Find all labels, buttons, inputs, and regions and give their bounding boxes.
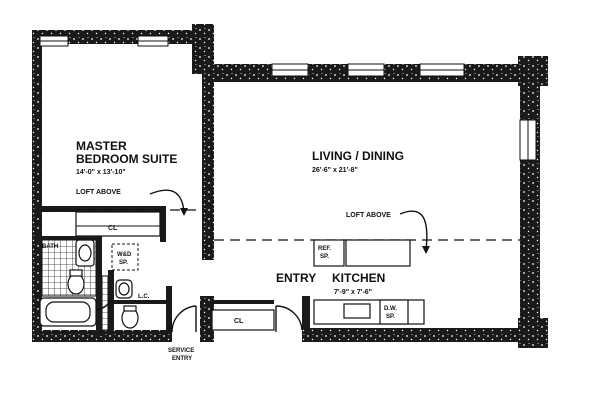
linen-closet-label: L.C. <box>138 294 150 300</box>
interior-walls <box>36 70 310 336</box>
closet-entry-label: CL <box>234 318 244 325</box>
dw-label-2: SP. <box>386 314 395 320</box>
doors <box>95 295 303 333</box>
dw-label-1: D.W. <box>384 306 397 312</box>
kitchen-fixtures <box>313 239 425 325</box>
service-entry-label-1: SERVICE <box>168 348 194 354</box>
washer-dryer-space <box>111 243 139 271</box>
kitchen-title: KITCHEN <box>332 271 385 285</box>
living-dining-size: 26'-6" x 21'-8" <box>312 167 358 174</box>
loft-above-bedroom-label: LOFT ABOVE <box>76 189 121 196</box>
master-bedroom-size: 14'-0" x 13'-10" <box>76 169 126 176</box>
wd-label-2: SP. <box>119 260 128 266</box>
bath-fixtures <box>39 239 139 331</box>
bath-label: BATH <box>42 244 58 250</box>
service-entry-label-2: ENTRY <box>172 356 192 362</box>
master-bedroom-title-1: MASTER <box>76 139 127 153</box>
ref-label-2: SP. <box>320 254 329 260</box>
windows <box>39 35 537 161</box>
loft-above-living-label: LOFT ABOVE <box>346 212 391 219</box>
entry-label: ENTRY <box>276 271 316 285</box>
kitchen-size: 7'-9" x 7'-6" <box>334 289 372 296</box>
living-dining-title: LIVING / DINING <box>312 149 404 163</box>
closet-bedroom-label: CL <box>108 225 118 232</box>
ref-label-1: REF. <box>318 246 331 252</box>
loft-arrows <box>149 189 430 254</box>
wd-label-1: W&D <box>117 252 132 258</box>
labels: MASTER BEDROOM SUITE 14'-0" x 13'-10" LO… <box>42 139 404 362</box>
master-bedroom-title-2: BEDROOM SUITE <box>76 152 177 166</box>
